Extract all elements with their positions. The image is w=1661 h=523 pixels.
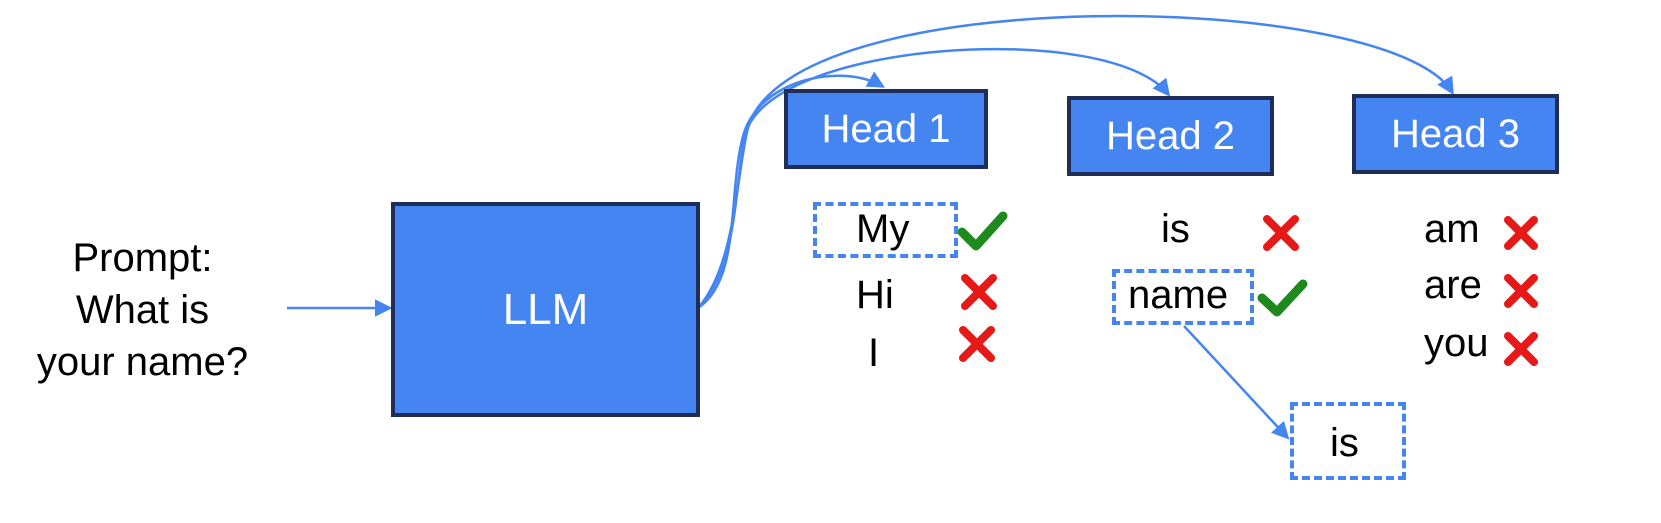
head-3-label: Head 3 xyxy=(1391,111,1520,156)
name-to-next-token-arrow xyxy=(1183,325,1290,440)
llm-to-head3-arrow xyxy=(697,14,1454,309)
head1-token-hi: Hi xyxy=(856,273,894,317)
head3-token2-cross-icon xyxy=(1504,274,1538,308)
head-2-box: Head 2 xyxy=(1067,96,1274,176)
head2-selected-token-box xyxy=(1112,269,1254,325)
llm-to-head2-arrow xyxy=(697,47,1171,309)
head2-token2-check-icon xyxy=(1257,279,1308,317)
head2-token1-cross-icon xyxy=(1263,215,1299,251)
head1-token-my: My xyxy=(856,207,910,251)
head-1-box: Head 1 xyxy=(784,89,988,169)
prompt-text: Prompt: What is your name? xyxy=(10,232,275,388)
head2-token-is: is xyxy=(1161,207,1190,251)
head3-token-am: am xyxy=(1424,207,1480,251)
head1-token2-cross-icon xyxy=(961,274,997,310)
head3-token-are: are xyxy=(1424,263,1482,307)
llm-label: LLM xyxy=(502,284,589,334)
next-token-box xyxy=(1290,402,1406,480)
next-token: is xyxy=(1330,421,1359,465)
head-1-label: Head 1 xyxy=(821,106,951,151)
prompt-line-1: Prompt: xyxy=(72,236,213,280)
llm-box: LLM xyxy=(391,202,700,417)
prompt-line-3: your name? xyxy=(36,340,249,384)
head3-token-you: you xyxy=(1424,321,1489,365)
head1-token-i: I xyxy=(868,331,880,375)
head1-token1-check-icon xyxy=(957,211,1008,251)
head2-token-name: name xyxy=(1128,273,1229,317)
llm-to-head1-arrow xyxy=(697,71,886,310)
head1-token3-cross-icon xyxy=(959,326,995,362)
head-2-label: Head 2 xyxy=(1106,113,1235,158)
head-3-box: Head 3 xyxy=(1352,94,1559,174)
head3-token3-cross-icon xyxy=(1504,332,1538,366)
prompt-line-2: What is xyxy=(75,288,210,332)
head1-selected-token-box xyxy=(813,202,958,258)
head3-token1-cross-icon xyxy=(1504,216,1538,250)
